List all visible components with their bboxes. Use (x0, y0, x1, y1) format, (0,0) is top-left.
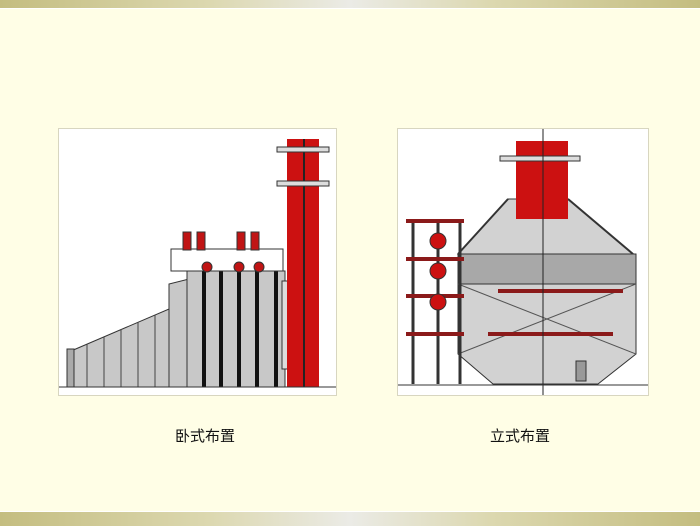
caption-horizontal-layout: 卧式布置 (174, 427, 236, 445)
horizontal-hrsg-diagram (58, 128, 337, 396)
bottom-decorative-bar (0, 511, 700, 526)
vertical-layout-drawing (398, 129, 648, 395)
caption-vertical-layout: 立式布置 (489, 427, 551, 445)
top-decorative-bar (0, 0, 700, 9)
vertical-hrsg-diagram (397, 128, 649, 396)
horizontal-layout-drawing (59, 139, 336, 388)
